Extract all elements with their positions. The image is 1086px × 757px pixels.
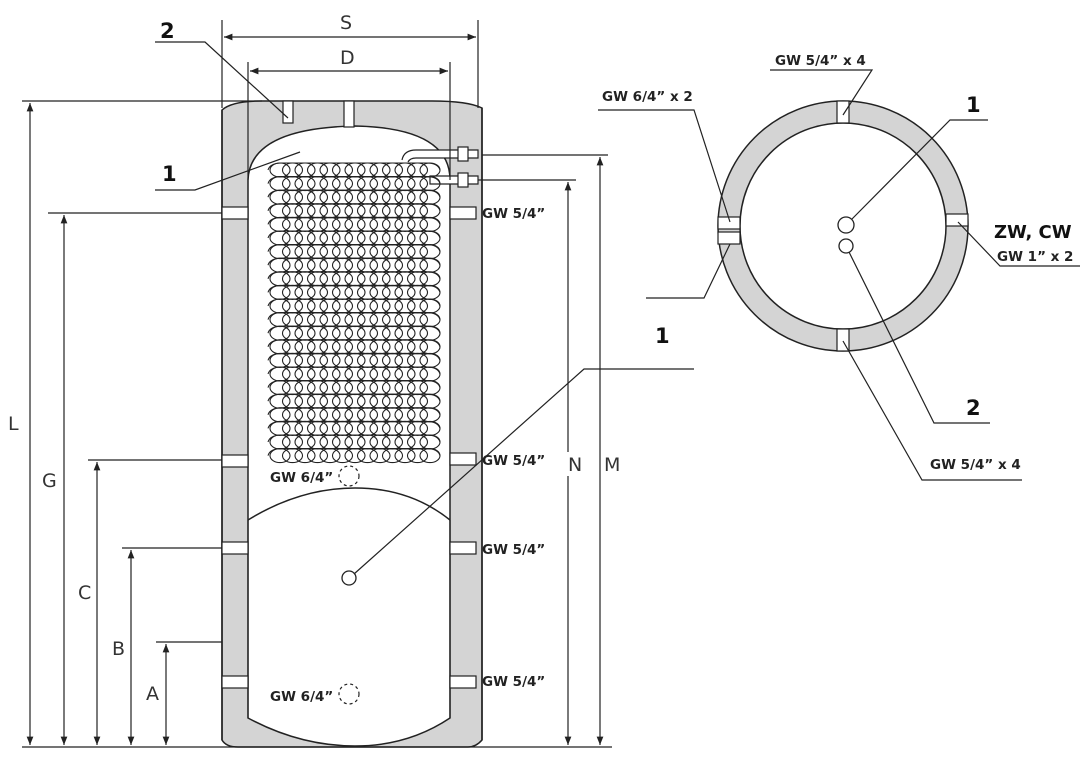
left-port-g — [221, 206, 249, 220]
coil-turn-outline — [267, 176, 441, 184]
dim-b: B — [112, 638, 125, 660]
right-port-3 — [449, 541, 477, 555]
ring-port-top — [836, 100, 850, 124]
coil-turn-outline — [267, 244, 441, 252]
coil-turn-outline — [267, 448, 441, 456]
left-port-c — [221, 454, 249, 468]
top-hole-2 — [838, 238, 854, 254]
coil-turn-outline — [267, 407, 441, 415]
dim-d: D — [340, 47, 355, 69]
port-label-right-4: GW 5/4” — [482, 674, 545, 690]
left-port-b — [221, 541, 249, 555]
label-zw-cw: ZW, CW — [994, 222, 1072, 243]
port-label-right-2: GW 5/4” — [482, 453, 545, 469]
dimensions: S D L G C B A N — [6, 10, 626, 748]
coil-turn-outline — [267, 366, 441, 375]
coil-turn-outline — [267, 284, 441, 293]
coil-turn-outline — [267, 162, 441, 171]
coil-turn-outline — [267, 216, 441, 225]
callout-2-side: 2 — [160, 19, 175, 43]
callout-2-top: 2 — [966, 396, 981, 420]
top-hole-1 — [837, 216, 855, 234]
ring-port-left-lower — [717, 231, 741, 245]
coil-turn-outline — [267, 420, 441, 429]
dim-a: A — [146, 683, 159, 705]
coil-turn-outline — [267, 271, 441, 279]
coil-turn-outline — [267, 312, 441, 320]
coil-turn-outline — [267, 298, 441, 307]
top-nozzle-left — [282, 100, 294, 124]
coil-turn-outline — [267, 257, 441, 266]
coil-turn-outline — [267, 203, 441, 211]
label-right-ports: GW 1” x 2 — [997, 249, 1073, 265]
leader-1-coil — [155, 151, 301, 191]
coil-turn-outline — [267, 325, 441, 334]
coil-turn-outline — [267, 393, 441, 402]
dim-g: G — [42, 470, 57, 492]
leader-2-side — [155, 41, 289, 119]
label-top-ports: GW 5/4” x 4 — [775, 53, 866, 69]
coil-turn-outline — [267, 380, 441, 388]
heating-coil — [267, 162, 441, 464]
dim-n: N — [568, 454, 582, 476]
callout-1-top: 1 — [966, 93, 981, 117]
top-view: GW 5/4” x 4 GW 6/4” x 2 1 ZW, CW GW 1” x… — [598, 53, 1080, 481]
right-port-4 — [449, 675, 477, 689]
sensor-hole — [341, 570, 357, 586]
dim-l: L — [8, 413, 19, 435]
port-label-center-upper: GW 6/4” — [270, 470, 333, 486]
port-label-right-1: GW 5/4” — [482, 206, 545, 222]
dim-c: C — [78, 582, 91, 604]
coil-turn-outline — [267, 352, 441, 361]
side-view: GW 5/4” GW 5/4” GW 5/4” GW 5/4” GW 6/4” … — [155, 19, 694, 748]
dim-s: S — [340, 12, 352, 34]
top-nozzle-center — [343, 100, 355, 128]
ring-port-right — [945, 213, 969, 227]
port-label-right-3: GW 5/4” — [482, 542, 545, 558]
right-port-1 — [449, 206, 477, 220]
leader-1-lower — [353, 368, 694, 575]
coil-turn-outline — [267, 434, 441, 443]
right-port-2 — [449, 452, 477, 466]
coil-turn-outline — [267, 189, 441, 198]
port-label-center-lower: GW 6/4” — [270, 689, 333, 705]
coil-turn-outline — [267, 230, 441, 239]
callout-1-lower: 1 — [655, 324, 670, 348]
label-left-ports: GW 6/4” x 2 — [602, 89, 693, 105]
coil-turn-outline — [267, 339, 441, 347]
dim-m: M — [604, 454, 620, 476]
label-bottom-ports: GW 5/4” x 4 — [930, 457, 1021, 473]
callout-1-coil: 1 — [162, 162, 177, 186]
upper-inspection-opening — [338, 465, 360, 487]
left-port-a — [221, 675, 249, 689]
lower-inspection-opening — [338, 683, 360, 705]
upper-section-divider — [247, 487, 451, 521]
